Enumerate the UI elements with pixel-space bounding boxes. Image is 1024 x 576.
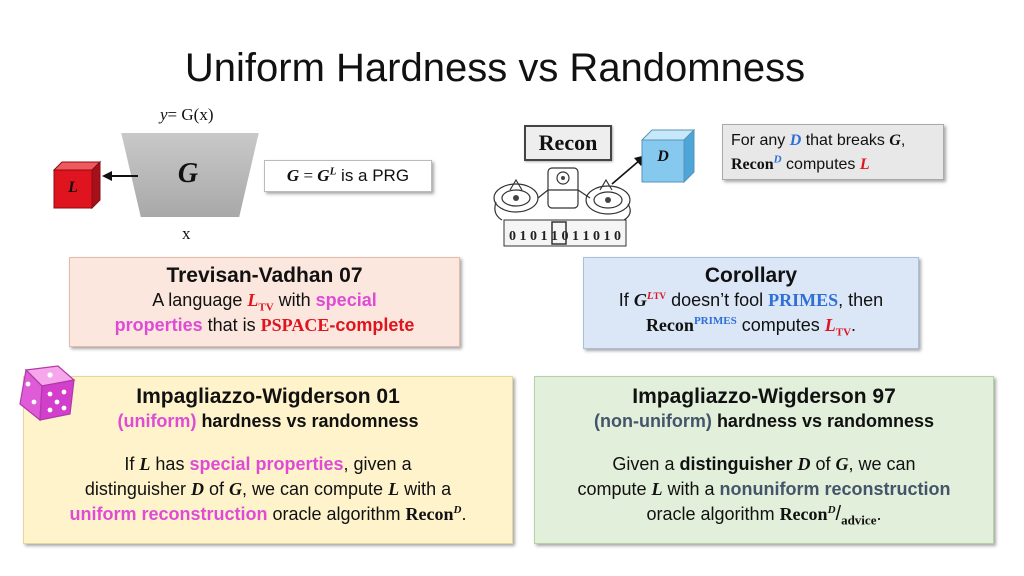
cube-l-label: L bbox=[68, 179, 78, 196]
generator-label: G bbox=[177, 158, 199, 189]
iw01-box: Impagliazzo-Wigderson 01 (uniform) hardn… bbox=[23, 376, 513, 544]
tv-title: Trevisan-Vadhan 07 bbox=[166, 264, 363, 287]
cube-d-icon bbox=[640, 128, 696, 184]
iw97-title: Impagliazzo-Wigderson 97 bbox=[632, 385, 896, 408]
generator-output-equation: y= G(x) bbox=[160, 105, 214, 124]
iw97-box: Impagliazzo-Wigderson 97 (non-uniform) h… bbox=[534, 376, 994, 544]
breaks-note: For any D that breaks G, ReconD computes… bbox=[722, 124, 944, 180]
corollary-box: Corollary If GLTV doesn’t fool PRIMES, t… bbox=[583, 257, 919, 349]
cube-l-icon bbox=[52, 160, 102, 210]
arrow-left-icon bbox=[102, 171, 138, 181]
cube-d-label: D bbox=[657, 148, 669, 165]
recon-label: Recon bbox=[524, 125, 612, 161]
iw01-title: Impagliazzo-Wigderson 01 bbox=[136, 385, 400, 408]
generator-trapezoid bbox=[118, 131, 262, 219]
generator-input-label: x bbox=[182, 224, 191, 243]
trevisan-vadhan-box: Trevisan-Vadhan 07 A language LTV with s… bbox=[69, 257, 460, 347]
machine-tape-bits: 0 1 0 1 1 0 1 1 0 1 0 bbox=[509, 229, 621, 244]
prg-statement: G = GL is a PRG bbox=[264, 160, 432, 192]
machine-illustration-icon: 0 1 0 1 1 0 1 1 0 1 0 bbox=[493, 167, 631, 247]
page-title: Uniform Hardness vs Randomness bbox=[184, 46, 806, 90]
corollary-title: Corollary bbox=[704, 264, 798, 287]
dice-icon bbox=[19, 365, 76, 422]
